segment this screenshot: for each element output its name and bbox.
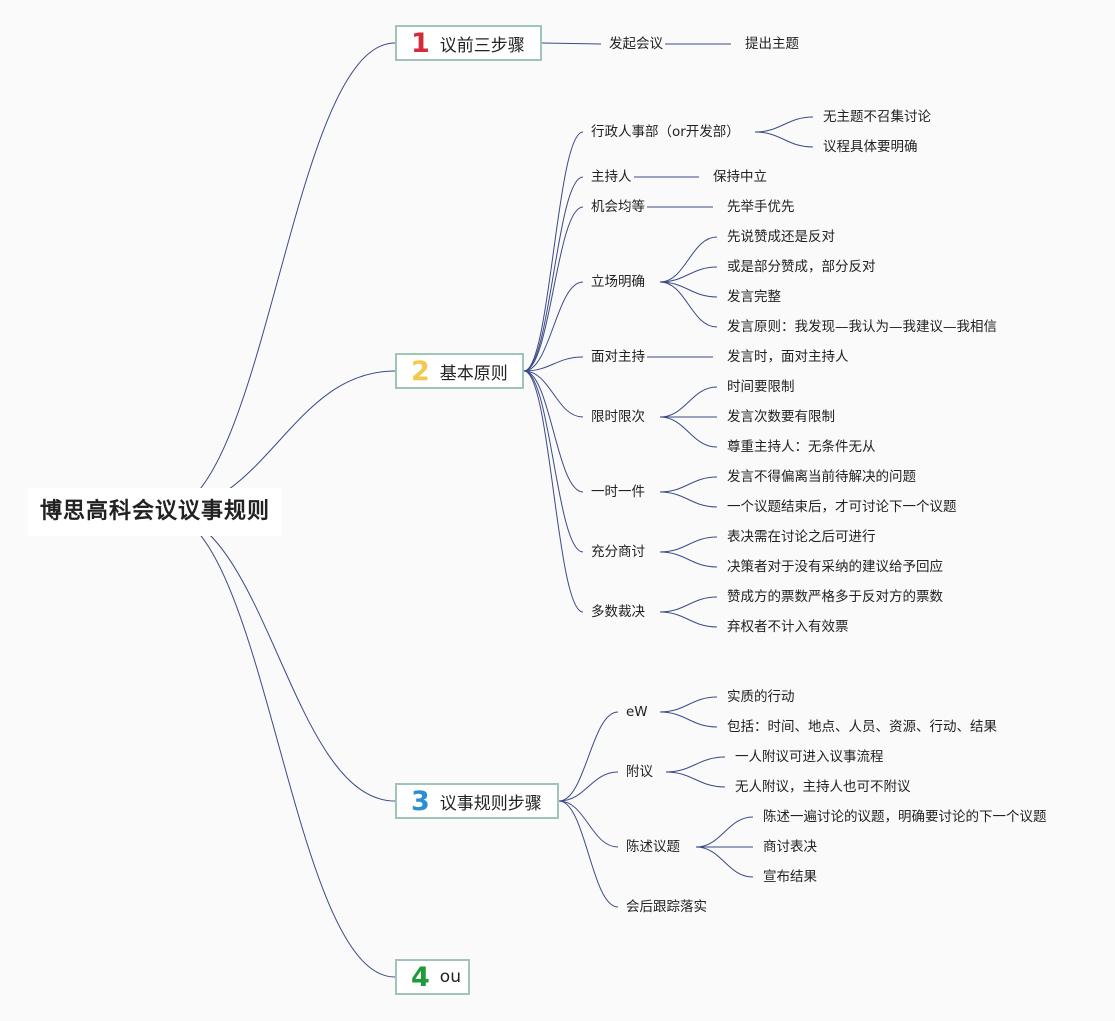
detail-topic[interactable]: 无人附议，主持人也可不附议 (733, 777, 913, 797)
detail-topic[interactable]: 陈述一遍讨论的议题，明确要讨论的下一个议题 (761, 807, 1049, 827)
connector-line (558, 771, 619, 802)
connector-line (659, 281, 718, 328)
subtopic[interactable]: 多数裁决 (589, 602, 647, 622)
connector-line (754, 116, 814, 133)
detail-topic[interactable]: 先举手优先 (725, 197, 797, 217)
connector-line (523, 370, 584, 418)
root-topic[interactable]: 博思高科会议议事规则 (28, 488, 283, 536)
connector-line (659, 266, 718, 283)
detail-topic[interactable]: 表决需在讨论之后可进行 (725, 527, 878, 547)
detail-topic[interactable]: 一个议题结束后，才可讨论下一个议题 (725, 497, 959, 517)
connector-line (558, 711, 619, 802)
detail-topic[interactable]: 弃权者不计入有效票 (725, 617, 851, 637)
connector-line (754, 131, 814, 148)
detail-topic[interactable]: 发言完整 (725, 287, 783, 307)
connector-line (541, 42, 602, 45)
detail-topic[interactable]: 发言次数要有限制 (725, 407, 837, 427)
subtopic[interactable]: 面对主持 (589, 347, 647, 367)
subtopic[interactable]: 机会均等 (589, 197, 647, 217)
connector-line (523, 176, 584, 372)
connector-line (659, 696, 718, 713)
subtopic[interactable]: 充分商讨 (589, 542, 647, 562)
connector-line (659, 536, 718, 553)
branch-number-icon: 4 (411, 961, 430, 993)
detail-topic[interactable]: 决策者对于没有采纳的建议给予回应 (725, 557, 945, 577)
connector-line (523, 370, 584, 613)
subtopic[interactable]: 会后跟踪落实 (624, 897, 709, 917)
connector-line (659, 611, 718, 628)
detail-topic[interactable]: 一人附议可进入议事流程 (733, 747, 886, 767)
subtopic[interactable]: 限时限次 (589, 407, 647, 427)
detail-topic[interactable]: 或是部分赞成，部分反对 (725, 257, 878, 277)
subtopic[interactable]: 发起会议 (607, 34, 665, 54)
subtopic[interactable]: 陈述议题 (624, 837, 682, 857)
connector-line (558, 800, 619, 848)
detail-topic[interactable]: 时间要限制 (725, 377, 797, 397)
branch-topic-4[interactable]: 4 ou (395, 959, 470, 995)
detail-topic[interactable]: 尊重主持人：无条件无从 (725, 437, 878, 457)
detail-topic[interactable]: 提出主题 (743, 34, 801, 54)
connector-line (558, 800, 619, 908)
detail-topic[interactable]: 实质的行动 (725, 687, 797, 707)
connector-line (659, 476, 718, 493)
detail-topic[interactable]: 无主题不召集讨论 (821, 107, 933, 127)
branch-label: 议事规则步骤 (439, 793, 542, 814)
connector-line (161, 511, 396, 978)
branch-number-icon: 2 (411, 355, 430, 387)
branch-number-icon: 3 (411, 785, 430, 817)
branch-label: 议前三步骤 (439, 35, 525, 56)
branch-label: ou (439, 967, 461, 987)
detail-topic[interactable]: 发言不得偏离当前待解决的问题 (725, 467, 918, 487)
connector-line (659, 596, 718, 613)
branch-label: 基本原则 (439, 363, 508, 384)
connector-line (659, 386, 718, 418)
connector-line (523, 206, 584, 372)
detail-topic[interactable]: 保持中立 (711, 167, 769, 187)
connector-line (695, 816, 754, 848)
subtopic[interactable]: 一时一件 (589, 482, 647, 502)
branch-number-icon: 1 (411, 27, 430, 59)
branch-topic-2[interactable]: 2 基本原则 (395, 353, 524, 389)
connector-line (523, 356, 584, 372)
connector-line (659, 491, 718, 508)
detail-topic[interactable]: 发言原则：我发现—我认为—我建议—我相信 (725, 317, 999, 337)
connector-line (523, 370, 584, 493)
detail-topic[interactable]: 商讨表决 (761, 837, 819, 857)
subtopic[interactable]: eW (624, 702, 650, 722)
detail-topic[interactable]: 包括：时间、地点、人员、资源、行动、结果 (725, 717, 999, 737)
connector-line (659, 236, 718, 283)
detail-topic[interactable]: 发言时，面对主持人 (725, 347, 851, 367)
branch-topic-1[interactable]: 1 议前三步骤 (395, 25, 542, 61)
detail-topic[interactable]: 赞成方的票数严格多于反对方的票数 (725, 587, 945, 607)
detail-topic[interactable]: 先说赞成还是反对 (725, 227, 837, 247)
connector-line (665, 756, 726, 773)
subtopic[interactable]: 附议 (624, 762, 655, 782)
connector-line (523, 370, 584, 553)
connector-line (659, 281, 718, 298)
subtopic[interactable]: 立场明确 (589, 272, 647, 292)
connector-line (665, 771, 726, 788)
subtopic[interactable]: 主持人 (589, 167, 634, 187)
connector-line (523, 131, 584, 372)
detail-topic[interactable]: 宣布结果 (761, 867, 819, 887)
connector-line (659, 711, 718, 728)
subtopic[interactable]: 行政人事部（or开发部） (589, 122, 742, 142)
detail-topic[interactable]: 议程具体要明确 (821, 137, 920, 157)
branch-topic-3[interactable]: 3 议事规则步骤 (395, 783, 559, 819)
connector-line (161, 42, 396, 513)
connector-line (695, 846, 754, 878)
connector-line (161, 511, 396, 802)
connector-line (523, 281, 584, 372)
connector-line (659, 416, 718, 448)
connector-line (659, 551, 718, 568)
